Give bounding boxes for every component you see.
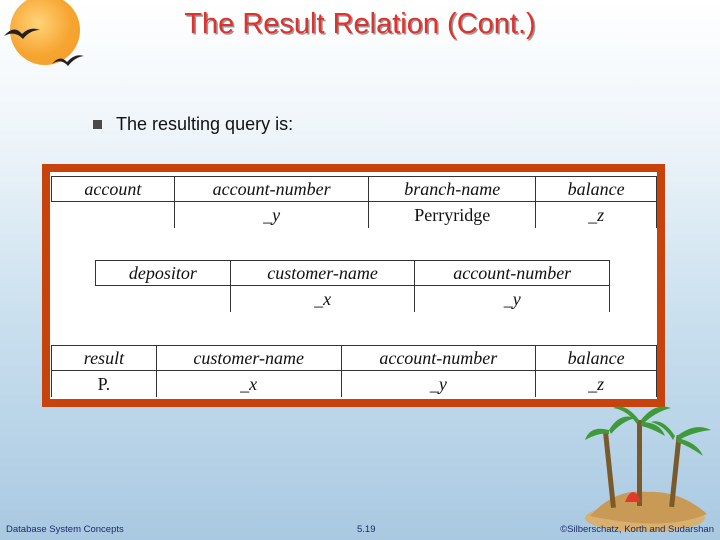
table-header-cell: account-number <box>173 176 370 202</box>
footer-left: Database System Concepts <box>6 524 124 535</box>
table-cell: _y <box>173 201 370 228</box>
qbe-query-frame: account account-number branch-name balan… <box>42 164 665 407</box>
table-cell: _z <box>535 201 657 228</box>
bullet-item: The resulting query is: <box>93 114 293 135</box>
result-skeleton-table: result customer-name account-number bala… <box>51 345 657 397</box>
footer-page-number: 5.19 <box>357 524 376 535</box>
table-header-cell: account <box>51 176 175 202</box>
table-header-cell: balance <box>535 176 657 202</box>
table-cell: Perryridge <box>368 201 537 228</box>
table-cell: P. <box>51 370 157 397</box>
sun-decoration <box>10 0 80 65</box>
table-cell <box>51 201 175 228</box>
table-header-cell: branch-name <box>368 176 537 202</box>
table-header-cell: account-number <box>340 345 537 371</box>
page-title: The Result Relation (Cont.) <box>184 8 536 40</box>
table-cell: _y <box>414 285 610 312</box>
table-header-cell: customer-name <box>155 345 342 371</box>
table-header-cell: depositor <box>95 260 231 286</box>
bullet-square-icon <box>93 120 102 129</box>
footer-copyright: ©Silberschatz, Korth and Sudarshan <box>560 524 714 535</box>
table-cell: _x <box>155 370 342 397</box>
palm-island-decoration <box>585 406 711 532</box>
bird-icon <box>52 55 84 66</box>
bird-icon <box>4 28 40 39</box>
table-cell: _x <box>229 285 416 312</box>
account-skeleton-table: account account-number branch-name balan… <box>51 176 657 228</box>
table-cell <box>95 285 231 312</box>
table-header-cell: account-number <box>414 260 610 286</box>
table-header-cell: customer-name <box>229 260 416 286</box>
bullet-text: The resulting query is: <box>116 114 294 134</box>
table-cell: _y <box>340 370 537 397</box>
depositor-skeleton-table: depositor customer-name account-number _… <box>95 260 610 312</box>
table-cell: _z <box>535 370 657 397</box>
qbe-query-panel: account account-number branch-name balan… <box>50 172 657 399</box>
table-header-cell: result <box>51 345 157 371</box>
table-header-cell: balance <box>535 345 657 371</box>
